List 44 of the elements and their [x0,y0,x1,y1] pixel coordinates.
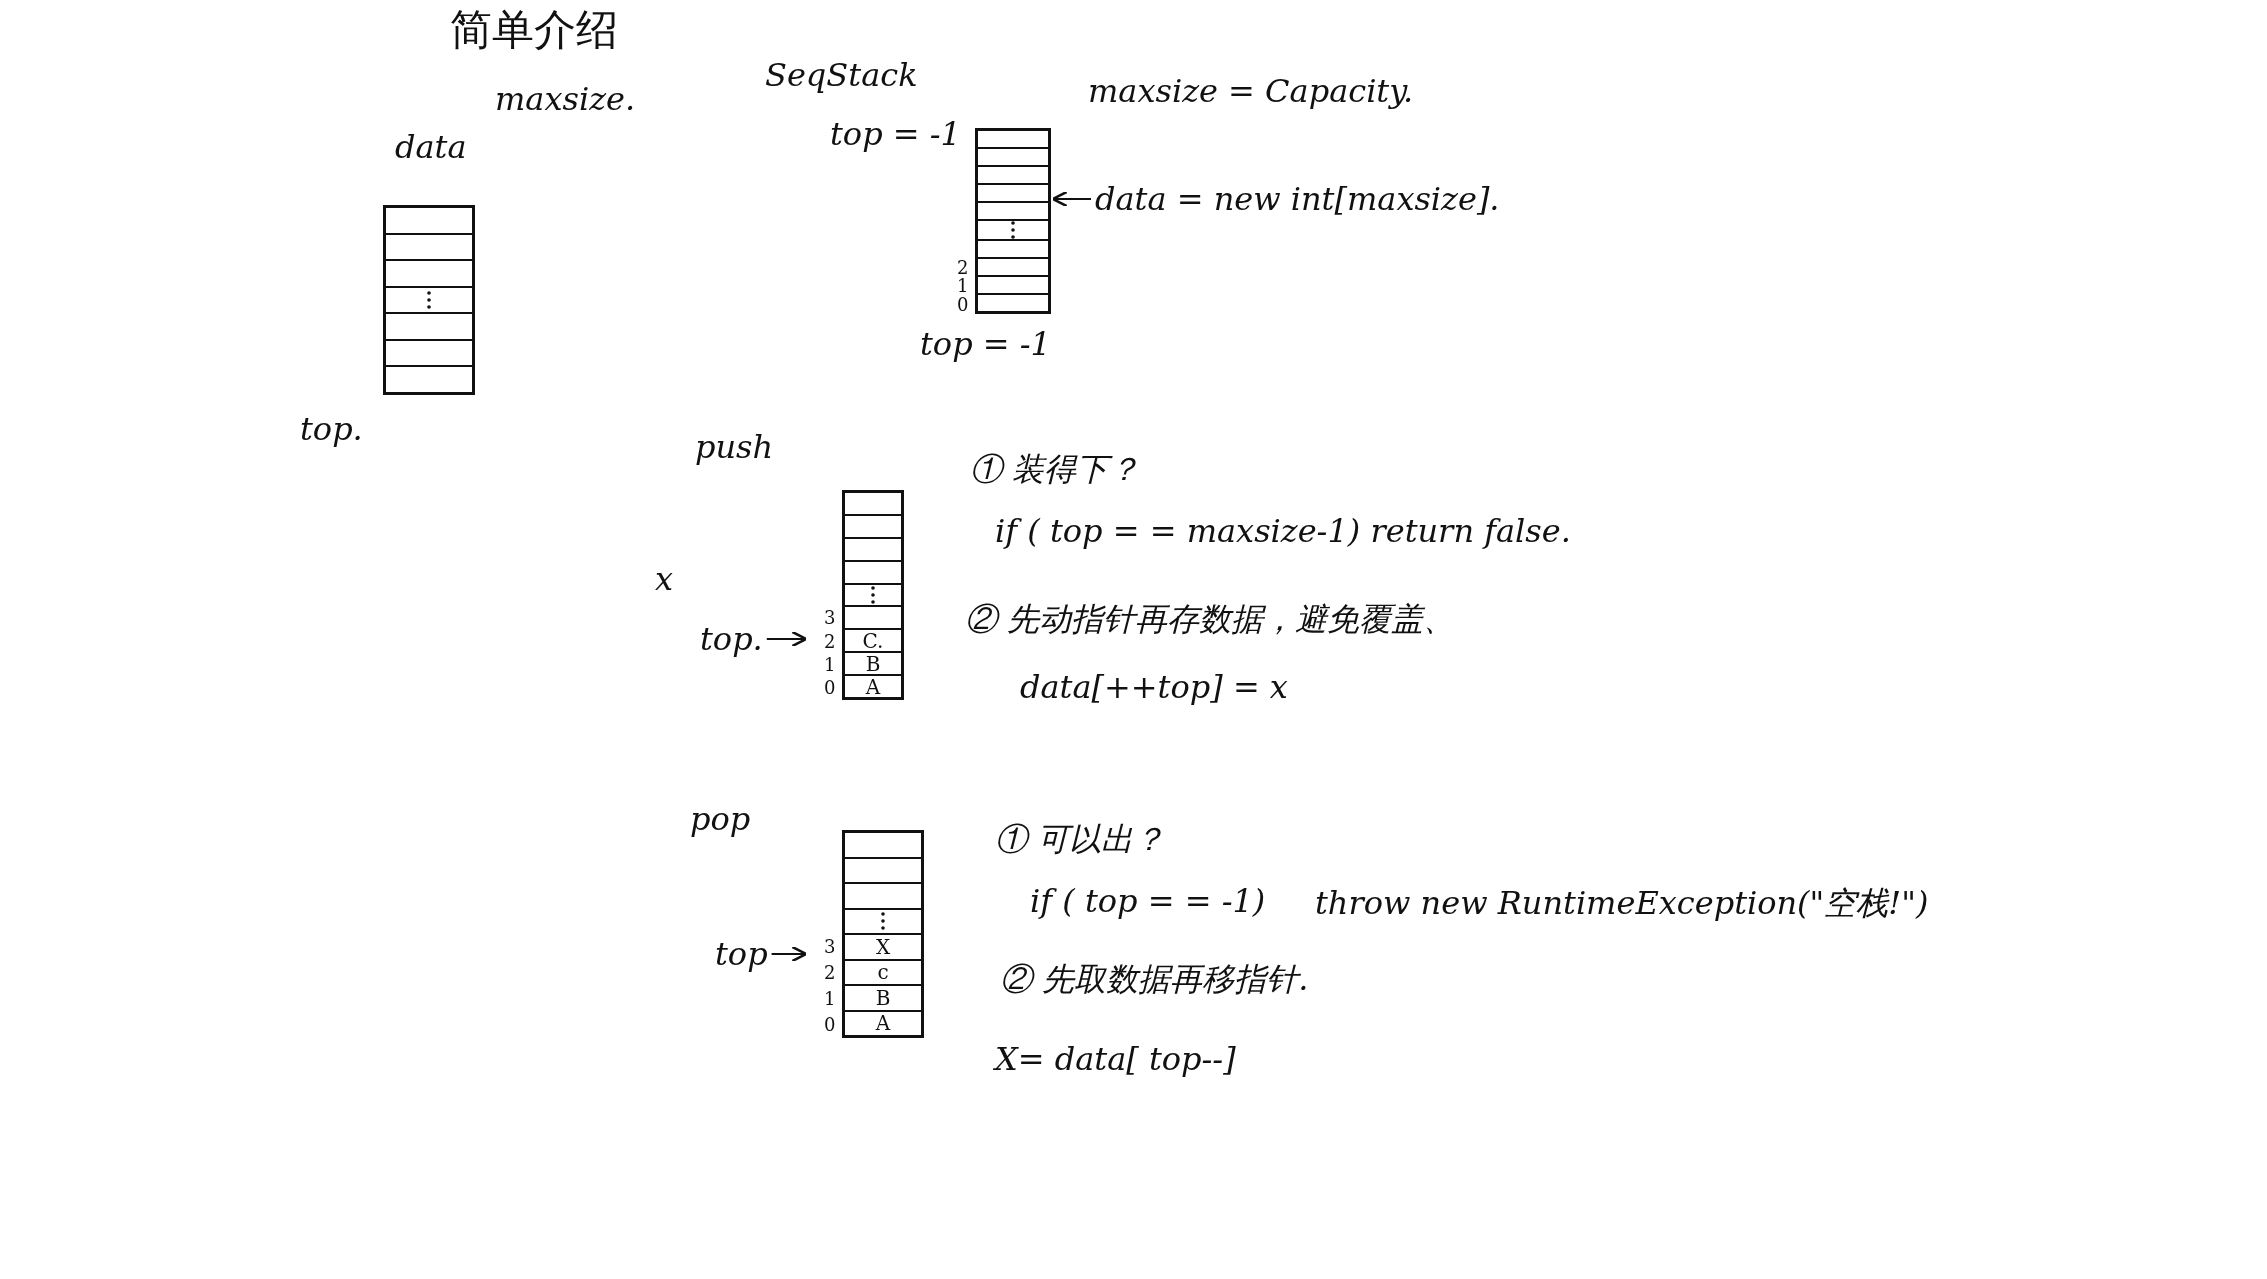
annotation-text: throw new RuntimeException("空栈!") [1315,883,1929,924]
title: 简单介绍 [450,4,618,56]
index-number: 2 [957,258,969,277]
index-number: 1 [824,990,836,1008]
annotation-text: x [655,560,674,598]
index-number: 0 [824,1016,836,1034]
annotation-text: pop [690,800,751,838]
annotation-text: if ( top = = -1) [1030,882,1266,920]
index-number: 0 [824,679,836,698]
annotation-text: data = new int[maxsize]. [1095,180,1500,218]
cell-letter: C. [862,630,884,651]
annotation-text: maxsize = Capacity. [1088,72,1414,110]
arrow [1051,190,1092,208]
index-number: 1 [824,656,836,674]
annotation-text: ① 装得下？ [970,449,1141,490]
annotation-text: if ( top = = maxsize-1) return false. [995,512,1571,550]
index-number: 1 [957,277,969,296]
cell-letter: A [865,676,881,697]
index-number: 3 [824,609,836,628]
annotation-text: top [715,935,768,973]
index-number: 0 [957,295,969,314]
annotation-text: top = -1 [830,115,961,153]
index-number: 2 [824,632,836,651]
annotation-text: data[++top] = x [1020,668,1288,706]
annotation-text: X= data[ top--] [995,1040,1236,1078]
annotation-text: ① 可以出？ [995,819,1166,860]
cell-letter: B [875,987,891,1008]
arrow [770,945,808,963]
annotation-text: ② 先动指针再存数据，避免覆盖、 [965,599,1456,640]
index-number: 2 [824,964,836,982]
annotation-text: top. [300,410,363,448]
annotation-text: ② 先取数据再移指针. [1000,959,1309,1000]
arrow [765,630,808,648]
annotation-text: top. [700,620,763,658]
cell-letter: A [875,1013,891,1034]
index-number: 3 [824,938,836,956]
cell-letter: B [865,653,881,674]
annotation-text: push [695,428,774,466]
annotation-text: data [395,128,467,166]
annotation-text: top = -1 [920,325,1051,363]
cell-letter: c [877,962,889,983]
cell-letter: X [875,936,891,957]
annotation-text: maxsize. [495,80,636,118]
annotation-text: SeqStack [765,56,918,94]
